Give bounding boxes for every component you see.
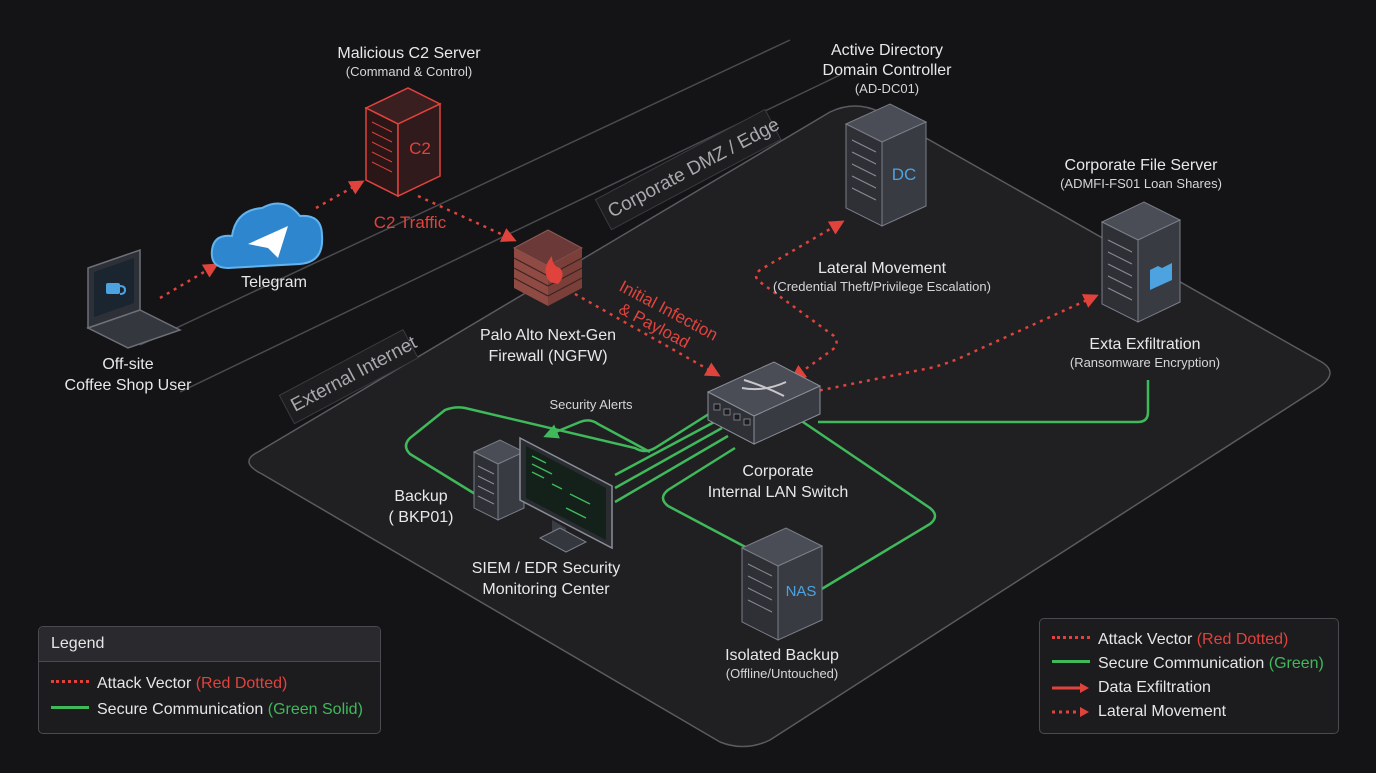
c2-title: Malicious C2 Server [337,45,481,62]
attack-telegram-c2 [315,180,365,210]
legend-left: Legend Attack Vector (Red Dotted) Secure… [38,626,381,734]
legend-right-exfil-label: Data Exfiltration [1098,679,1211,696]
legend-right-swatch-secure [1052,659,1090,673]
legend-left-secure-accent: (Green Solid) [267,701,363,718]
fileserver-subtitle: (ADMFI-FS01 Loan Shares) [1060,176,1222,191]
secure-link-switch-siem-3 [614,434,729,504]
exfil-subtitle: (Ransomware Encryption) [1070,355,1220,370]
siem-label-line1: SIEM / EDR Security [472,560,620,577]
switch-icon[interactable] [706,361,822,445]
fileserver-icon[interactable] [1100,201,1182,323]
firewall-icon[interactable] [512,229,584,306]
dc-subtitle: (AD-DC01) [855,81,919,96]
legend-left-attack-accent: (Red Dotted) [195,675,288,692]
backup-label-line2: ( BKP01) [389,509,454,526]
legend-right-row-exfil: Data Exfiltration [1052,679,1211,697]
legend-left-swatch-attack [51,679,89,693]
legend-right-attack-label: Attack Vector [1098,631,1197,648]
secure-link-switch-nas-right [799,418,937,592]
telegram-label: Telegram [241,274,307,291]
legend-right: Attack Vector (Red Dotted) Secure Commun… [1039,618,1339,734]
lateral-movement-subtitle: (Credential Theft/Privilege Escalation) [773,279,991,294]
attack-paths [159,180,1099,394]
legend-left-title: Legend [51,635,105,652]
legend-right-row-secure: Secure Communication (Green) [1052,655,1324,673]
lateral-movement-title: Lateral Movement [818,260,947,277]
monitor-icon[interactable] [519,436,613,553]
fileserver-title: Corporate File Server [1065,157,1219,174]
c2-server-icon[interactable]: C2 [364,87,442,198]
secure-link-switch-fileserver [818,380,1150,424]
legend-left-swatch-secure [51,705,89,719]
nas-server-icon[interactable]: NAS [740,527,824,641]
zone-boundary-upper [139,39,791,346]
siem-label-line2: Monitoring Center [482,581,610,598]
firewall-label-line1: Palo Alto Next-Gen [480,327,616,344]
secure-link-switch-siem-2 [614,426,723,490]
secure-links [404,380,1150,592]
cloud-icon[interactable] [210,202,324,270]
legend-right-row-attack: Attack Vector (Red Dotted) [1052,631,1288,649]
dc-server-icon[interactable]: DC [844,103,928,227]
nas-badge: NAS [786,583,817,600]
switch-label-line2: Internal LAN Switch [708,484,849,501]
backup-label-line1: Backup [394,488,447,505]
dc-badge: DC [892,165,917,184]
dc-title-line1: Active Directory [831,42,943,59]
legend-right-row-lateral: Lateral Movement [1052,703,1226,721]
laptop-icon[interactable] [86,248,182,349]
c2-badge: C2 [409,139,431,158]
legend-left-row-secure: Secure Communication (Green Solid) [51,701,363,719]
security-alerts-label: Security Alerts [549,397,633,412]
legend-left-header [39,627,380,662]
legend-right-swatch-exfil [1052,683,1089,693]
nas-title: Isolated Backup [725,647,839,664]
secure-link-switch-siem [614,418,719,477]
security-alerts-arrow [543,419,651,454]
laptop-label-line1: Off-site [102,356,153,373]
legend-left-row-attack: Attack Vector (Red Dotted) [51,675,287,693]
attack-laptop-telegram [159,263,219,300]
legend-right-secure-accent: (Green) [1268,655,1324,672]
c2-traffic-label: C2 Traffic [374,213,447,232]
secure-link-switch-nas [661,446,809,590]
laptop-label-line2: Coffee Shop User [65,377,193,394]
backup-server-icon[interactable] [472,439,526,521]
attack-exfil-fileserver [811,294,1099,394]
legend-right-lateral-label: Lateral Movement [1098,703,1227,720]
c2-subtitle: (Command & Control) [346,64,472,79]
legend-right-secure-label: Secure Communication [1098,655,1269,672]
dc-title-line2: Domain Controller [823,62,953,79]
nas-subtitle: (Offline/Untouched) [726,666,839,681]
switch-label-line1: Corporate [742,463,813,480]
legend-left-secure-label: Secure Communication [97,701,268,718]
legend-right-swatch-lateral [1052,707,1089,717]
legend-right-swatch-attack [1052,635,1090,649]
legend-right-attack-accent: (Red Dotted) [1196,631,1289,648]
attack-c2-firewall [417,194,517,242]
firewall-label-line2: Firewall (NGFW) [488,348,607,365]
legend-left-attack-label: Attack Vector [97,675,196,692]
exfil-title: Exta Exfiltration [1089,336,1200,353]
